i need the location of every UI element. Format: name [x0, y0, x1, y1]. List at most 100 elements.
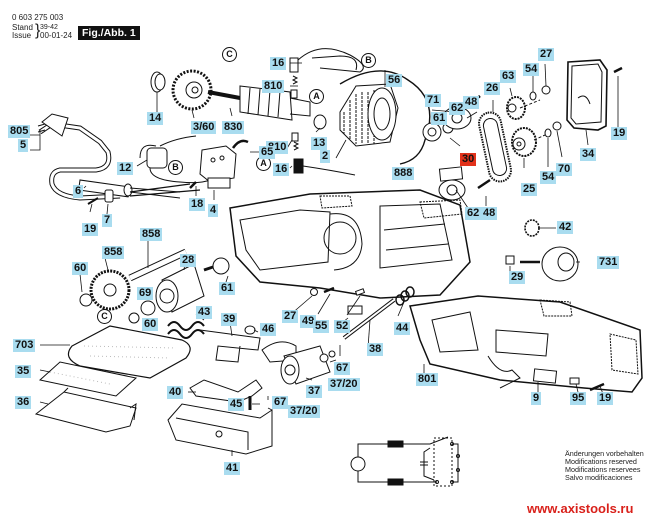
callout-14[interactable]: 14: [147, 112, 164, 125]
callout-34[interactable]: 34: [580, 148, 597, 161]
callout-801[interactable]: 801: [416, 373, 439, 386]
callout-858-shaft[interactable]: 858: [140, 228, 163, 241]
callout-16-lower[interactable]: 16: [273, 163, 290, 176]
callout-36[interactable]: 36: [15, 396, 32, 409]
drive-shaft: [128, 248, 188, 282]
callout-38[interactable]: 38: [367, 343, 384, 356]
marker-b-mid: B: [168, 160, 183, 175]
callout-49[interactable]: 49: [300, 315, 317, 328]
callout-858-gear[interactable]: 858: [102, 246, 125, 259]
callout-54[interactable]: 54: [523, 63, 540, 76]
callout-19-handle[interactable]: 19: [597, 392, 614, 405]
brush-bottom: [291, 132, 299, 142]
brace-glyph: }: [35, 22, 41, 39]
callout-27-housing[interactable]: 27: [282, 310, 299, 323]
callout-7[interactable]: 7: [102, 214, 113, 227]
callout-888[interactable]: 888: [392, 167, 415, 180]
callout-61-drum[interactable]: 61: [219, 282, 236, 295]
interference-choke: [139, 135, 211, 184]
callout-703[interactable]: 703: [13, 339, 36, 352]
callout-18[interactable]: 18: [189, 198, 206, 211]
figure-title: Fig./Abb. 1: [78, 26, 140, 40]
callout-35[interactable]: 35: [15, 365, 32, 378]
nut-27-housing: [310, 288, 318, 296]
callout-60-right[interactable]: 60: [142, 318, 159, 331]
callout-25[interactable]: 25: [521, 183, 538, 196]
callout-5[interactable]: 5: [18, 139, 29, 152]
switch-4: [199, 145, 237, 189]
callout-70[interactable]: 70: [556, 163, 573, 176]
knob-42: [524, 219, 540, 237]
callout-805[interactable]: 805: [8, 125, 31, 138]
callout-55[interactable]: 55: [313, 320, 330, 333]
callout-62[interactable]: 62: [449, 102, 466, 115]
callout-731[interactable]: 731: [597, 256, 620, 269]
callout-3-60[interactable]: 3/60: [191, 121, 217, 134]
callout-69[interactable]: 69: [137, 287, 154, 300]
spring-44: [395, 286, 415, 306]
callout-60[interactable]: 60: [72, 262, 89, 275]
callout-52[interactable]: 52: [334, 320, 351, 333]
callout-6[interactable]: 6: [73, 185, 84, 198]
brush-spring-bottom: [292, 141, 300, 151]
power-cord: [37, 113, 121, 201]
callout-48[interactable]: 48: [463, 96, 480, 109]
callout-12[interactable]: 12: [117, 162, 134, 175]
callout-19-clamp[interactable]: 19: [82, 223, 99, 236]
callout-41[interactable]: 41: [224, 462, 241, 475]
pulley-63: [506, 96, 526, 120]
bearing-14: [150, 71, 166, 93]
note-en: Modifications reserved: [565, 457, 637, 466]
callout-67[interactable]: 67: [334, 362, 351, 375]
callout-61[interactable]: 61: [431, 112, 448, 125]
callout-29[interactable]: 29: [509, 271, 526, 284]
switch-screw-18: [189, 181, 197, 189]
callout-4[interactable]: 4: [208, 204, 219, 217]
leader-lines: [30, 62, 619, 456]
callout-37-20[interactable]: 37/20: [328, 378, 360, 391]
callout-40[interactable]: 40: [167, 386, 184, 399]
front-roller-731: [520, 246, 579, 282]
marker-b-top: B: [361, 53, 376, 68]
brush-spring-top: [291, 75, 299, 85]
callout-830[interactable]: 830: [222, 121, 245, 134]
callout-37-20-lower[interactable]: 37/20: [288, 405, 320, 418]
callout-42[interactable]: 42: [557, 221, 574, 234]
callout-63[interactable]: 63: [500, 70, 517, 83]
brush-holder-bottom: [293, 158, 304, 174]
callout-810[interactable]: 810: [262, 80, 285, 93]
callout-54-lower[interactable]: 54: [540, 171, 557, 184]
issue-label: Issue: [12, 31, 32, 40]
website-link[interactable]: www.axistools.ru: [527, 501, 634, 516]
needle-bearing-60-left: [79, 293, 93, 307]
callout-43[interactable]: 43: [196, 306, 213, 319]
callout-27[interactable]: 27: [538, 48, 555, 61]
drive-drum: [155, 263, 217, 313]
washer-67: [328, 350, 336, 358]
callout-65[interactable]: 65: [259, 146, 276, 159]
callout-71[interactable]: 71: [425, 94, 442, 107]
callout-16[interactable]: 16: [270, 57, 287, 70]
nameplate-9: [532, 368, 558, 384]
callout-19-cover[interactable]: 19: [611, 127, 628, 140]
callout-30-highlighted[interactable]: 30: [460, 153, 477, 166]
callout-39[interactable]: 39: [221, 313, 238, 326]
lever-40: [189, 379, 263, 403]
callout-46[interactable]: 46: [260, 323, 277, 336]
toothed-belt: [478, 111, 512, 183]
screw-19-handle: [589, 382, 605, 392]
callout-48-lower[interactable]: 48: [481, 207, 498, 220]
callout-9[interactable]: 9: [531, 392, 542, 405]
callout-67-lower[interactable]: 67: [272, 396, 289, 409]
callout-45[interactable]: 45: [228, 398, 245, 411]
callout-62-lower[interactable]: 62: [465, 207, 482, 220]
callout-44[interactable]: 44: [394, 322, 411, 335]
callout-13[interactable]: 13: [311, 137, 328, 150]
callout-37[interactable]: 37: [306, 385, 323, 398]
callout-28[interactable]: 28: [180, 254, 197, 267]
callout-95[interactable]: 95: [570, 392, 587, 405]
callout-2[interactable]: 2: [320, 150, 331, 163]
callout-26[interactable]: 26: [484, 82, 501, 95]
callout-56[interactable]: 56: [386, 74, 403, 87]
